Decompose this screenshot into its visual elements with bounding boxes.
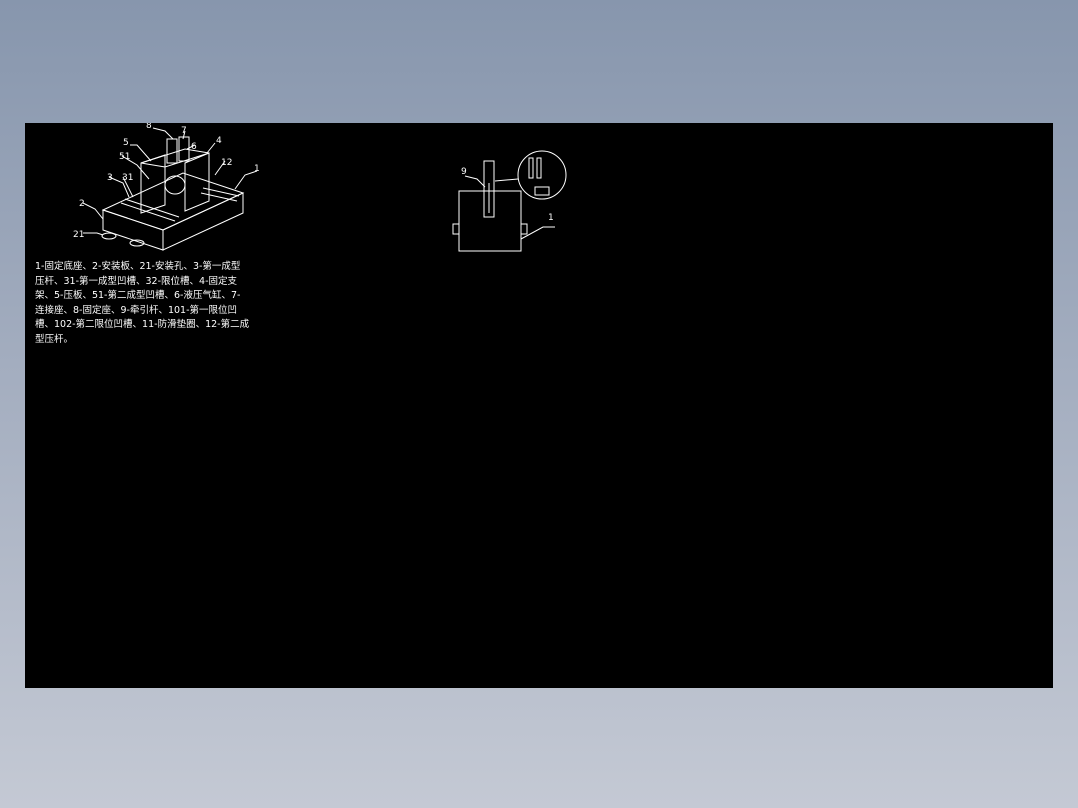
mounting-plate-front <box>129 239 145 247</box>
side-view-top: 9 1 <box>452 150 567 252</box>
front-view-right: 6 9 5 1 <box>103 123 146 142</box>
label-3: 3 <box>107 173 113 183</box>
iso-main-view: 8 7 6 5 4 51 12 1 3 31 2 21 <box>73 123 260 251</box>
label-9-front: 9 <box>113 131 120 141</box>
label-8: 8 <box>146 123 152 131</box>
label-7: 7 <box>181 126 187 136</box>
label-11: 11 <box>41 131 53 141</box>
small-detail-circle: 32 11 101 102 <box>25 123 103 142</box>
label-4: 4 <box>216 136 222 146</box>
side-tab-left <box>452 223 460 235</box>
label-6-front: 6 <box>102 131 109 141</box>
cad-drawing: 8 7 6 5 4 51 12 1 3 31 2 21 <box>73 123 567 252</box>
side-rod <box>483 160 495 218</box>
parts-legend: 1-固定底座、2-安装板、21-安装孔、3-第一成型 压杆、31-第一成型凹槽、… <box>35 261 250 345</box>
bracket-right <box>184 152 210 212</box>
label-2: 2 <box>79 199 85 209</box>
bracket-top <box>140 148 210 168</box>
magnify-arc: 32 11 101 102 <box>25 123 103 142</box>
label-101: 101 <box>58 131 76 141</box>
press-plate-groove <box>164 175 186 195</box>
detail-circle <box>517 150 567 200</box>
drawing-area: 8 7 6 5 4 51 12 1 3 31 2 21 <box>25 123 1053 688</box>
base-front-face <box>102 209 164 251</box>
label-32: 32 <box>25 131 37 141</box>
press-rod-2b <box>202 187 240 197</box>
large-detail-circle: 32 11 101 102 <box>25 123 103 142</box>
side-base <box>458 190 522 252</box>
label-5: 5 <box>123 138 129 148</box>
base-side-face <box>162 192 244 251</box>
front-base: 6 9 5 1 <box>103 123 146 142</box>
side-tab-right <box>520 223 528 235</box>
label-31-plan: 31 <box>195 131 207 141</box>
press-rod-1b <box>124 198 180 218</box>
label-31: 31 <box>122 173 133 183</box>
label-12: 12 <box>221 158 232 168</box>
hydraulic-cylinder <box>166 138 178 164</box>
press-rod-1 <box>120 202 176 222</box>
label-5-front: 5 <box>124 131 131 141</box>
label-1-side: 1 <box>548 213 554 223</box>
label-21: 21 <box>73 230 84 240</box>
mounting-plate-left <box>101 232 117 240</box>
label-1-front: 1 <box>135 131 141 141</box>
label-9-side: 9 <box>461 167 467 177</box>
label-8-plan: 8 <box>156 131 163 141</box>
label-1: 1 <box>254 164 260 174</box>
iso2-base-top: 32 11 101 102 <box>25 123 103 142</box>
label-4-plan: 4 <box>145 131 152 141</box>
front-rod: 6 9 5 1 <box>103 123 146 142</box>
iso-detail-view: 32 11 101 102 <box>25 123 103 142</box>
press-rod-2 <box>200 192 238 202</box>
label-6: 6 <box>191 142 197 152</box>
label-102: 102 <box>80 131 98 141</box>
label-51: 51 <box>119 152 130 162</box>
